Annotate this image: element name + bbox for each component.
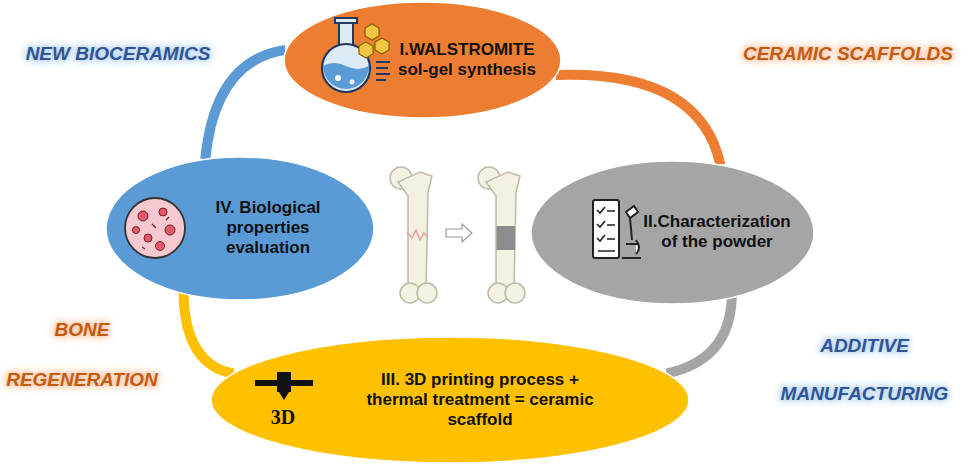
ellipse-shape bbox=[284, 2, 561, 118]
cycle-step-ellipse: II.Characterization of the powder bbox=[530, 160, 815, 305]
cycle-arc bbox=[183, 293, 233, 374]
transition-arrow bbox=[446, 224, 472, 242]
ellipse-shape bbox=[106, 157, 374, 300]
fractured-bone bbox=[390, 167, 437, 303]
step-text-block: I.WALSTROMITE sol-gel synthesis bbox=[392, 40, 542, 80]
cycle-arc bbox=[205, 50, 285, 159]
bone-shaft bbox=[486, 172, 520, 292]
fracture-line bbox=[407, 230, 428, 240]
bone-shaft bbox=[398, 172, 432, 292]
ellipse-shape bbox=[531, 161, 814, 304]
repaired-bone bbox=[478, 167, 525, 303]
step-label: II.Characterization of the powder bbox=[635, 212, 800, 252]
cycle-arc bbox=[667, 297, 732, 374]
theme-label: ADDITIVE MANUFACTURING bbox=[752, 322, 977, 418]
bone-condyle bbox=[505, 283, 525, 303]
icon-text: 3D bbox=[266, 405, 300, 429]
theme-label: CERAMIC SCAFFOLDS bbox=[733, 42, 963, 66]
cycle-step-ellipse: III. 3D printing process + thermal treat… bbox=[210, 336, 690, 464]
scaffold-implant bbox=[497, 226, 516, 250]
cycle-arc bbox=[556, 75, 721, 165]
bone-condyle bbox=[417, 283, 437, 303]
step-label: IV. Biological properties evaluation bbox=[201, 198, 336, 258]
theme-label: BONE REGENERATION bbox=[2, 305, 162, 405]
step-text-block: II.Characterization of the powder bbox=[635, 212, 800, 252]
step-label: III. 3D printing process + thermal treat… bbox=[353, 370, 608, 430]
step-text-block: III. 3D printing process + thermal treat… bbox=[353, 370, 608, 430]
ellipse-shape bbox=[211, 337, 689, 463]
step-label: I.WALSTROMITE sol-gel synthesis bbox=[392, 40, 542, 80]
cycle-step-ellipse: IV. Biological properties evaluation bbox=[105, 156, 375, 301]
step-text-block: IV. Biological properties evaluation bbox=[201, 198, 336, 258]
theme-label: NEW BIOCERAMICS bbox=[18, 42, 218, 66]
cycle-step-ellipse: I.WALSTROMITE sol-gel synthesis bbox=[283, 1, 562, 119]
